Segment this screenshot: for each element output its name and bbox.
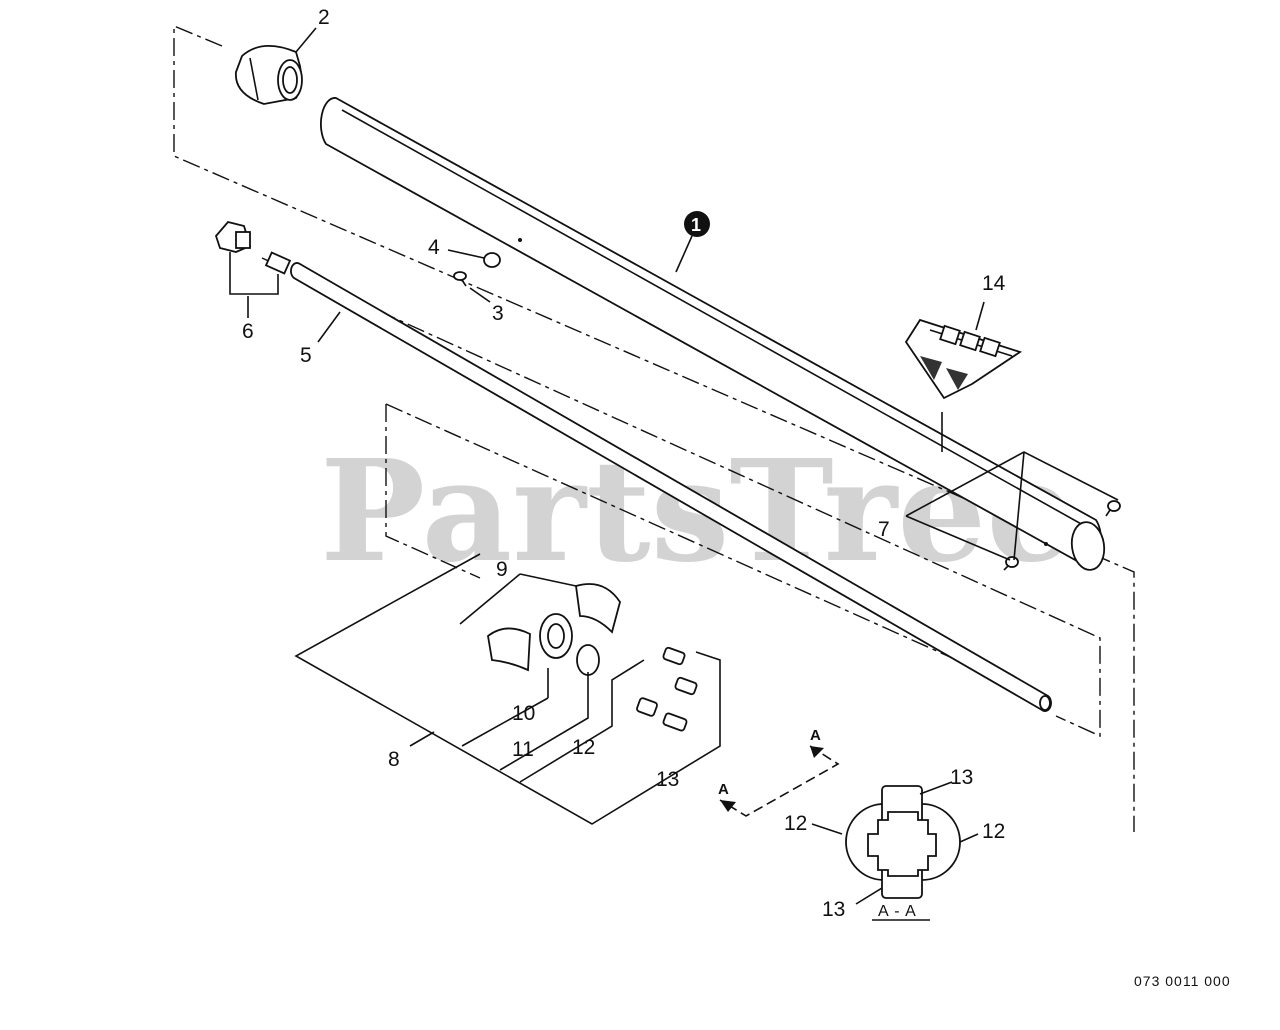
callout-1: 1	[691, 215, 701, 235]
section-label-left-12: 12	[784, 812, 807, 835]
section-arrows: A A	[718, 727, 840, 817]
callout-12: 12	[572, 736, 595, 759]
callout-7: 7	[878, 518, 890, 541]
section-label-right-12: 12	[982, 820, 1005, 843]
section-label-top-13: 13	[950, 766, 973, 789]
screw-and-washer	[453, 238, 522, 287]
callout-11: 11	[512, 738, 534, 761]
diagram-code: 073 0011 000	[1134, 973, 1231, 989]
callout-3: 3	[492, 302, 504, 325]
callout-8: 8	[388, 748, 400, 771]
assembly-outline	[173, 24, 1135, 832]
callout-14: 14	[982, 272, 1006, 295]
drive-cable	[290, 262, 1052, 712]
bushing-parts	[636, 646, 698, 732]
callout-13: 13	[656, 768, 679, 791]
callout-4: 4	[428, 236, 440, 259]
section-arrow-lower-label: A	[718, 781, 729, 798]
callout-1-badge: 1	[684, 211, 710, 237]
callout-9: 9	[496, 558, 508, 581]
leader-lines	[229, 27, 1119, 825]
callout-10: 10	[512, 702, 535, 725]
section-label-bottom-13: 13	[822, 898, 845, 921]
main-shaft-tube	[320, 97, 1106, 571]
section-arrow-upper-label: A	[810, 727, 821, 744]
section-view: 13 12 12 13 A - A	[784, 766, 1005, 921]
tube-screws	[1003, 500, 1121, 571]
section-caption: A - A	[878, 903, 917, 920]
cable-fitting-part	[214, 220, 292, 275]
callout-5: 5	[300, 344, 312, 367]
callout-2: 2	[318, 6, 330, 29]
callout-6: 6	[242, 320, 254, 343]
end-cap-part	[235, 45, 303, 105]
warning-label-part	[904, 318, 1023, 452]
bearing-assembly-parts	[487, 583, 621, 676]
